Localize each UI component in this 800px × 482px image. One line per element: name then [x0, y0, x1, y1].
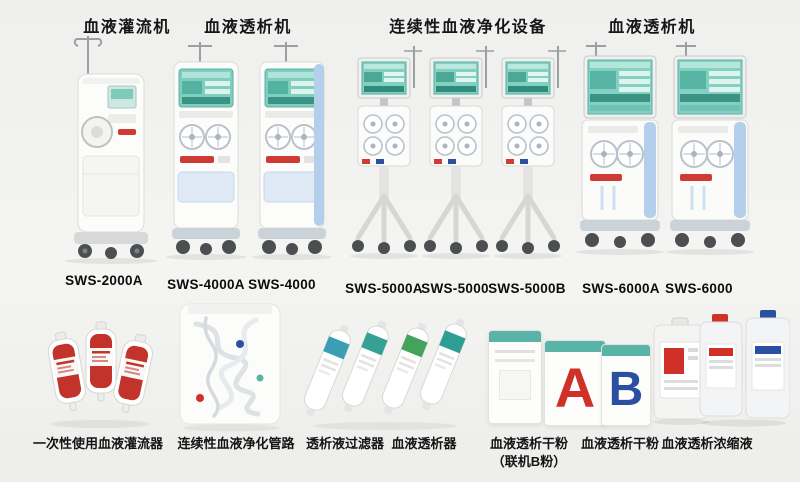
label-disposable-perfusion-cartridge: 一次性使用血液灌流器: [32, 436, 164, 451]
machine-sws-2000a-image: [65, 36, 157, 264]
pack-b-header-band: [602, 345, 650, 356]
powder-pack-b-image: B: [601, 344, 651, 426]
machine-sws-5000a-image: [346, 46, 422, 262]
model-label-sws-5000a: SWS-5000A: [345, 281, 423, 296]
machine-sws-6000-image: [664, 42, 756, 257]
machine-sws-5000b-image: [490, 46, 566, 262]
category-title-crrt: 连续性血液净化设备: [389, 19, 547, 36]
category-title-hemodialysis-2: 血液透析机: [608, 19, 696, 36]
label-dialysate-filter: 透析液过滤器: [305, 436, 385, 451]
label-crrt-tubing: 连续性血液净化管路: [177, 436, 295, 451]
model-label-sws-5000b: SWS-5000B: [488, 281, 566, 296]
machine-sws-6000a-image: [574, 42, 666, 257]
concentrate-jugs-image: [699, 310, 790, 427]
model-label-sws-4000a: SWS-4000A: [167, 277, 245, 292]
dry-powder-drum-image: [653, 317, 709, 425]
label-dry-powder: 血液透析干粉: [580, 436, 660, 451]
label-concentrate: 血液透析浓缩液: [661, 436, 753, 451]
model-label-sws-6000a: SWS-6000A: [582, 281, 660, 296]
pack-a-header-band: [545, 341, 605, 352]
pouch-header-band: [489, 331, 541, 342]
model-label-sws-6000: SWS-6000: [665, 281, 733, 296]
model-label-sws-2000a: SWS-2000A: [65, 273, 143, 288]
powder-letter-b: B: [608, 363, 644, 416]
tubing-set-image: [179, 303, 281, 432]
machine-sws-4000a-image: [165, 41, 247, 261]
powder-pack-a-image: A: [544, 340, 606, 426]
perfusion-cartridges-image: [44, 321, 157, 428]
model-label-sws-5000: SWS-5000: [421, 281, 489, 296]
powder-pouch-image: [488, 330, 542, 424]
iv-pole-icon: [73, 36, 103, 76]
category-title-hemodialysis-1: 血液透析机: [204, 19, 292, 36]
machine-sws-5000-image: [418, 46, 494, 262]
label-dialyzer: 血液透析器: [391, 436, 457, 451]
label-dry-powder-online-line2: （联机B粉）: [491, 454, 567, 469]
model-label-sws-4000: SWS-4000: [248, 277, 316, 292]
category-title-perfusion: 血液灌流机: [83, 19, 171, 36]
label-dry-powder-online-line1: 血液透析干粉: [489, 436, 569, 451]
filters-dialyzers-image: [298, 314, 473, 430]
machine-sws-4000-image: [251, 41, 333, 261]
powder-letter-a: A: [554, 356, 596, 419]
